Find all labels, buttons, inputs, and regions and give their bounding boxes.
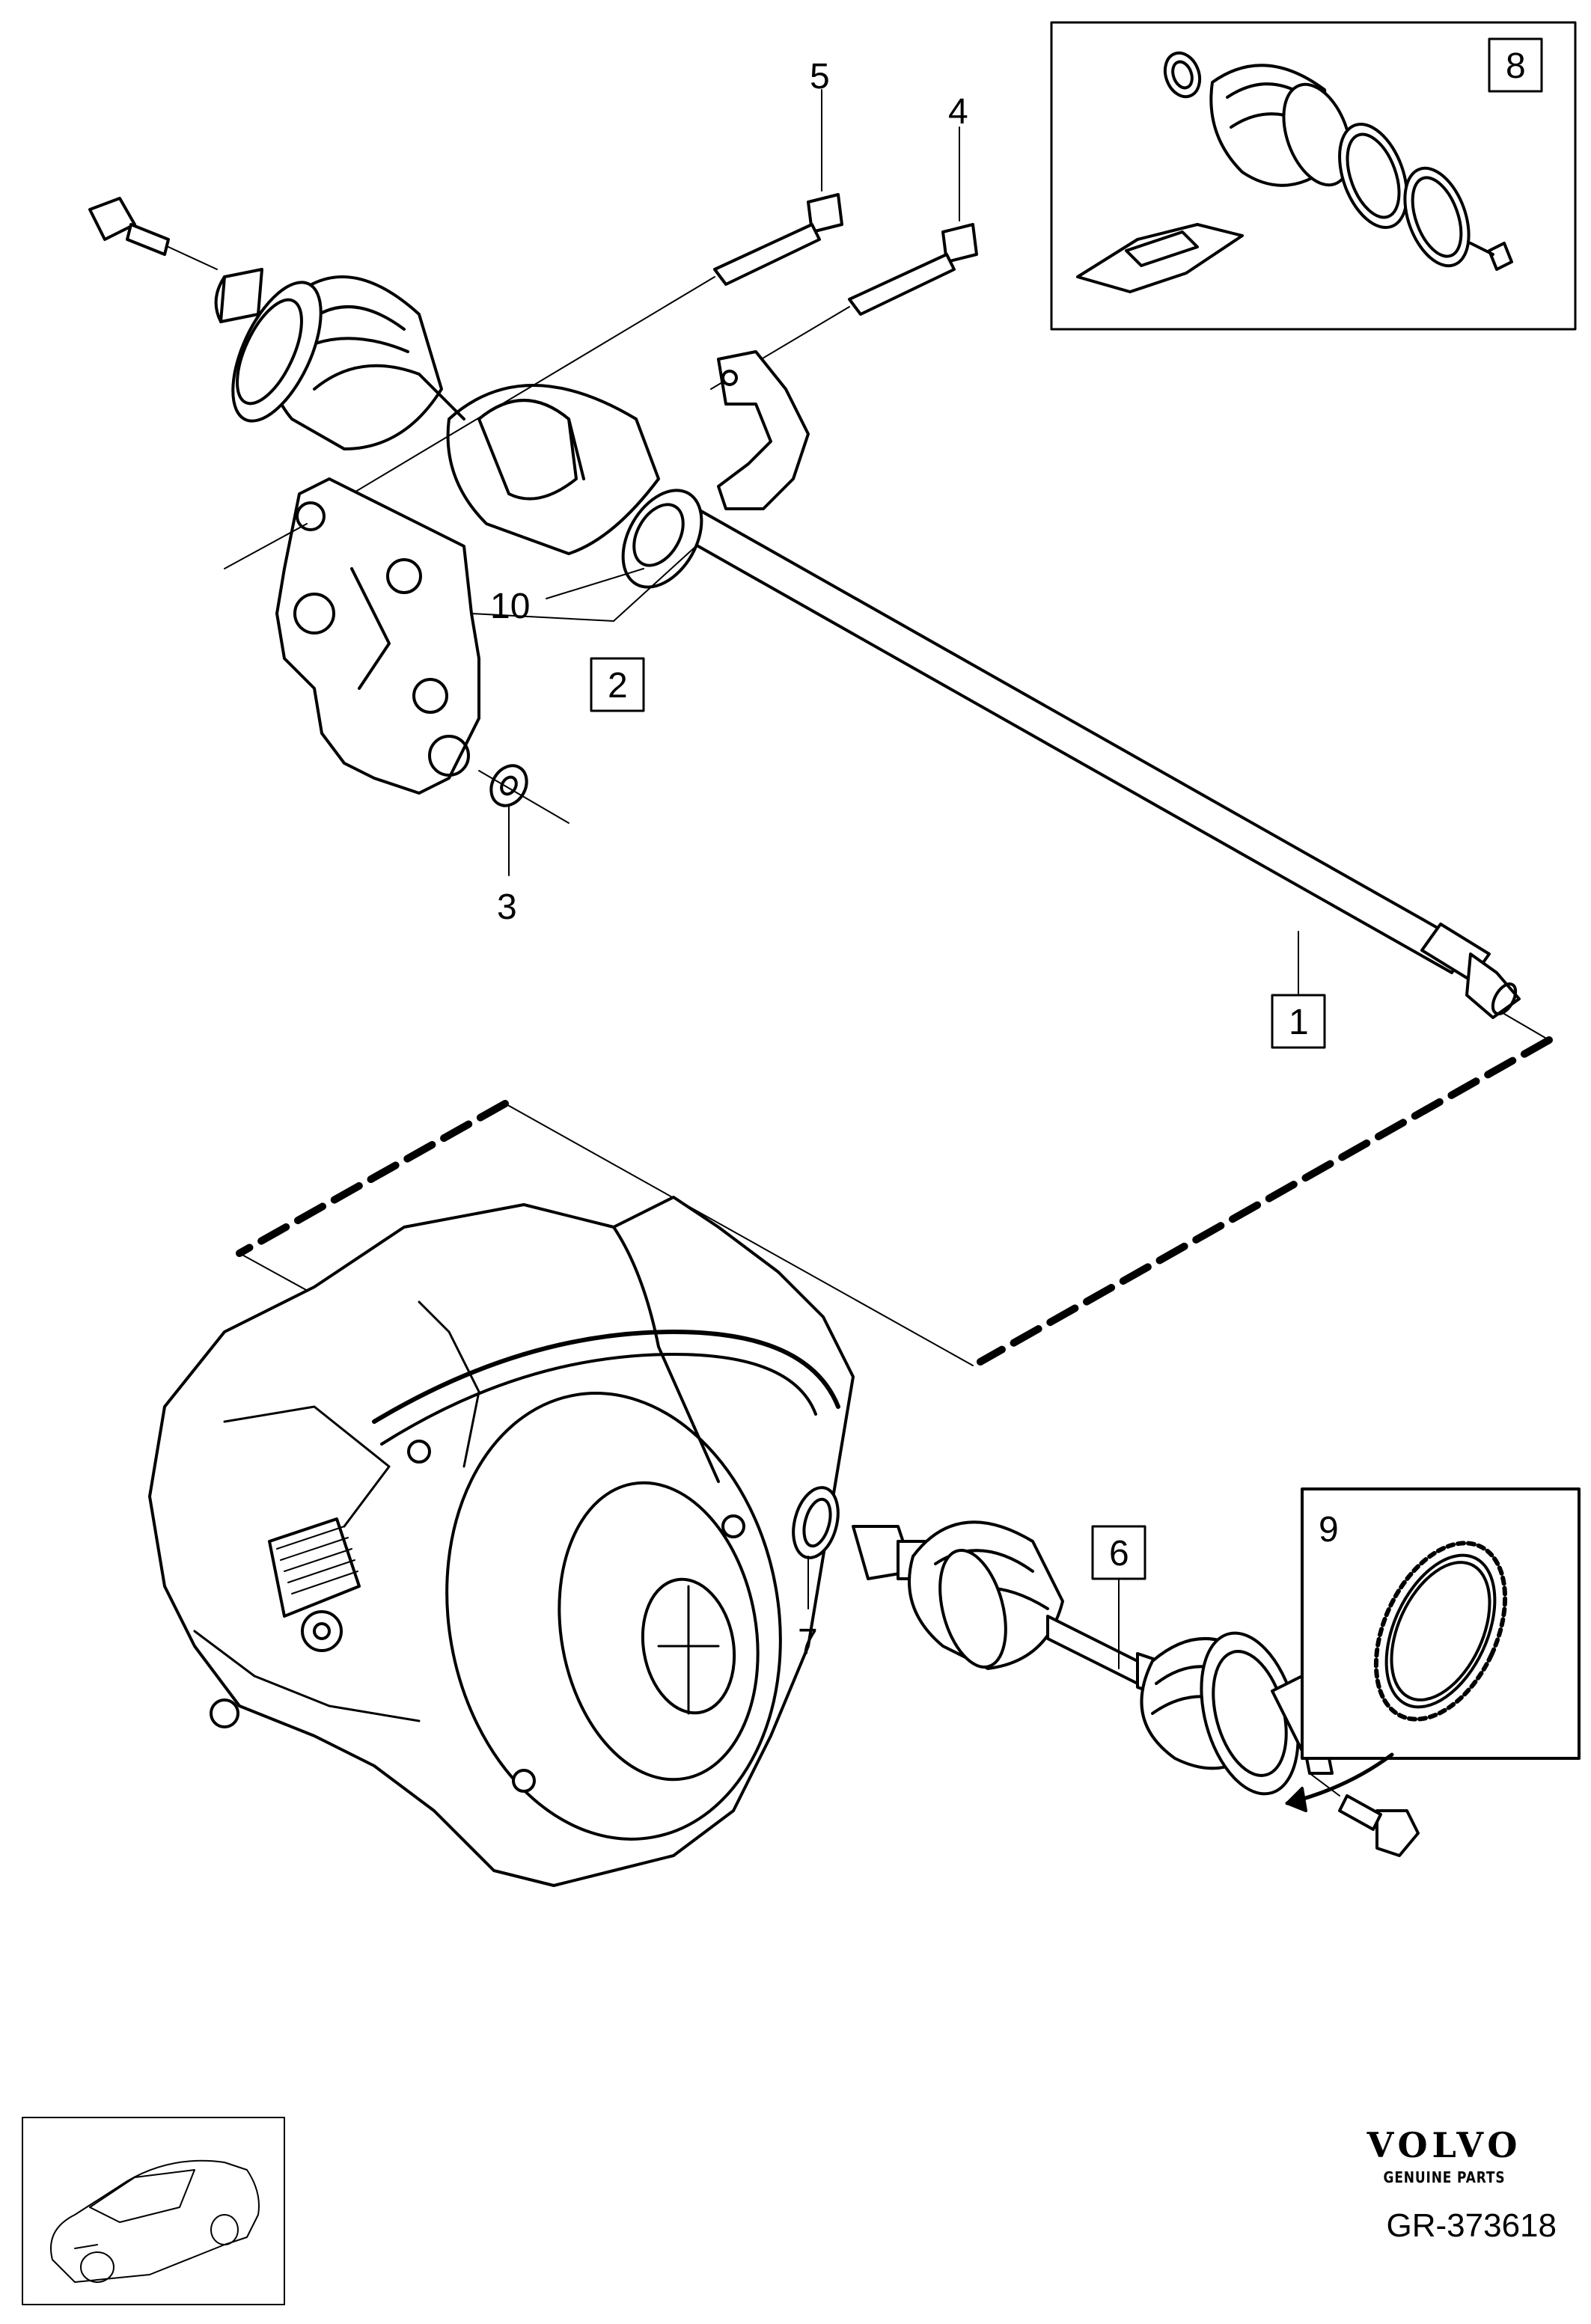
brand-logo: VOLVO — [1366, 2125, 1522, 2165]
callout-10: 10 — [490, 587, 530, 626]
washer-3 — [478, 764, 569, 824]
callout-2: 2 — [608, 666, 628, 706]
inset-repair-kit: 8 — [1050, 21, 1577, 331]
brand-tagline: GENUINE PARTS — [1383, 2168, 1506, 2186]
drive-shaft-right — [214, 268, 1521, 1019]
support-bracket — [275, 477, 480, 795]
bolt-5 — [314, 193, 843, 517]
bolt-top-left — [88, 197, 218, 270]
inset-tone-ring: 9 — [1285, 1487, 1581, 1812]
bolt-4 — [710, 223, 978, 390]
dashed-connector — [236, 1036, 1553, 1366]
callout-4: 4 — [948, 92, 968, 132]
callout-3: 3 — [497, 887, 517, 927]
callout-5: 5 — [810, 57, 830, 97]
callout-box-6: 6 — [1091, 1525, 1146, 1669]
callout-9: 9 — [1319, 1510, 1339, 1550]
circlip-7 — [792, 1486, 840, 1609]
car-thumbnail-icon — [22, 2117, 285, 2305]
bearing-clamp — [717, 350, 810, 510]
callout-1: 1 — [1289, 1003, 1309, 1042]
leader-lines-upper — [224, 89, 1299, 996]
callout-8: 8 — [1506, 46, 1526, 86]
callout-box-2: 2 — [590, 657, 645, 712]
callout-box-1: 1 — [1271, 994, 1326, 1049]
callout-7: 7 — [798, 1622, 818, 1662]
callout-6: 6 — [1109, 1534, 1129, 1574]
diagram-reference-id: GR-373618 — [1386, 2207, 1557, 2244]
transmission-icon — [148, 1196, 855, 1887]
